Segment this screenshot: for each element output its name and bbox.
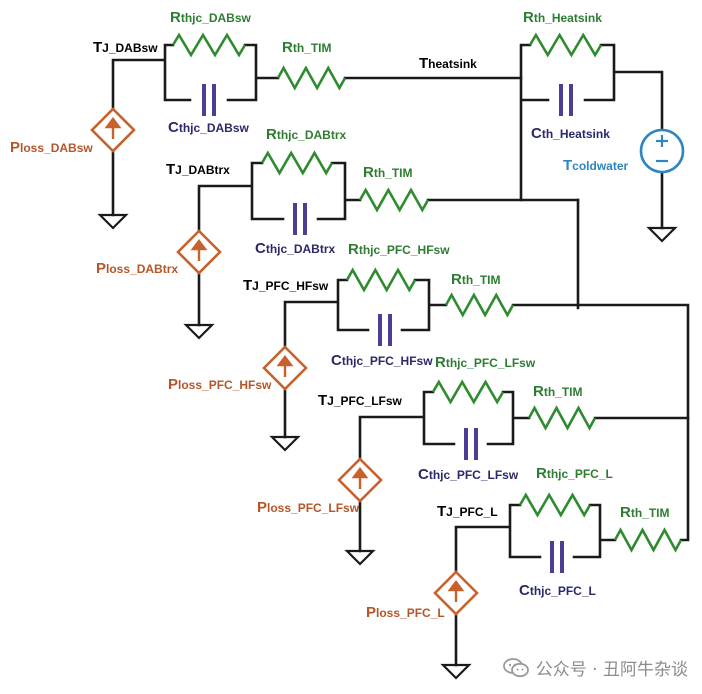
- resistor-icon: [260, 150, 334, 176]
- capacitor-icon: [559, 84, 573, 116]
- capacitor-icon: [550, 541, 564, 573]
- ground-icon: [344, 549, 376, 566]
- resistor-icon: [358, 187, 430, 213]
- ground-icon: [269, 435, 301, 452]
- label-cth-heatsink: Cth_Heatsink: [531, 125, 610, 142]
- label-cthjc-pfc-l: Cthjc_PFC_L: [519, 582, 596, 599]
- power-source-icon: [176, 229, 222, 275]
- resistors: [171, 32, 683, 553]
- label-cthjc-pfc-hfsw: Cthjc_PFC_HFsw: [331, 352, 433, 369]
- power-source-icon: [337, 457, 383, 503]
- label-rthjc-pfc-lfsw: Rthjc_PFC_LFsw: [435, 354, 536, 371]
- wires: [111, 43, 690, 667]
- label-ploss-pfc-l: Ploss_PFC_L: [366, 604, 445, 621]
- label-tj-pfc-hfsw: TJ_PFC_HFsw: [243, 277, 329, 294]
- resistor-icon: [528, 32, 603, 58]
- label-ploss-dabtrx: Ploss_DABtrx: [96, 260, 178, 277]
- label-rth-tim-3: Rth_TIM: [451, 271, 501, 288]
- label-ploss-pfc-hfsw: Ploss_PFC_HFsw: [168, 376, 272, 393]
- label-rthjc-pfc-hfsw: Rthjc_PFC_HFsw: [348, 241, 450, 258]
- capacitor-icon: [378, 314, 392, 346]
- label-tj-pfc-l: TJ_PFC_L: [437, 503, 498, 520]
- label-rthjc-dabtrx: Rthjc_DABtrx: [266, 126, 347, 143]
- ground-icon: [183, 323, 215, 340]
- capacitor-icon: [464, 428, 478, 460]
- label-theatsink: Theatsink: [419, 55, 477, 72]
- label-rth-heatsink: Rth_Heatsink: [523, 9, 602, 26]
- label-cthjc-dabsw: Cthjc_DABsw: [168, 119, 250, 136]
- power-source-icon: [433, 570, 479, 616]
- label-cthjc-dabtrx: Cthjc_DABtrx: [255, 240, 336, 257]
- label-ploss-dabsw: Ploss_DABsw: [10, 139, 93, 156]
- ground-icon: [440, 663, 472, 680]
- watermark: 公众号 · 丑阿牛杂谈: [502, 655, 688, 680]
- ground-icon: [646, 226, 678, 243]
- label-ploss-pfc-lfsw: Ploss_PFC_LFsw: [257, 499, 360, 516]
- resistor-icon: [444, 292, 515, 318]
- wechat-icon: [502, 657, 529, 677]
- labels: TJ_DABsw Rthjc_DABsw Cthjc_DABsw Rth_TIM…: [10, 9, 670, 621]
- label-tj-pfc-lfsw: TJ_PFC_LFsw: [318, 392, 403, 409]
- label-tcoldwater: Tcoldwater: [563, 157, 629, 174]
- resistor-icon: [345, 267, 417, 293]
- label-rth-tim-1: Rth_TIM: [282, 39, 332, 56]
- ground-icon: [97, 213, 129, 230]
- label-tj-dabsw: TJ_DABsw: [93, 39, 158, 56]
- label-rthjc-dabsw: Rthjc_DABsw: [170, 9, 252, 26]
- resistor-icon: [431, 379, 505, 405]
- grounds: [97, 213, 678, 680]
- resistor-icon: [171, 32, 247, 58]
- capacitor-icon: [293, 203, 307, 235]
- label-rth-tim-5: Rth_TIM: [620, 504, 670, 521]
- power-source-icon: [90, 107, 136, 153]
- resistor-icon: [527, 405, 597, 431]
- power-source-icon: [262, 345, 308, 391]
- capacitor-icon: [202, 84, 216, 116]
- label-cthjc-pfc-lfsw: Cthjc_PFC_LFsw: [418, 466, 519, 483]
- resistor-icon: [613, 527, 683, 553]
- watermark-text: 公众号 · 丑阿牛杂谈: [535, 660, 688, 680]
- coldwater-source-icon: [639, 128, 685, 174]
- resistor-icon: [518, 492, 592, 518]
- label-rth-tim-2: Rth_TIM: [363, 164, 413, 181]
- capacitors: [202, 84, 573, 573]
- power-sources: [90, 107, 479, 616]
- label-rth-tim-4: Rth_TIM: [533, 383, 583, 400]
- label-tj-dabtrx: TJ_DABtrx: [166, 161, 230, 178]
- resistor-icon: [276, 65, 347, 91]
- label-rthjc-pfc-l: Rthjc_PFC_L: [536, 465, 613, 482]
